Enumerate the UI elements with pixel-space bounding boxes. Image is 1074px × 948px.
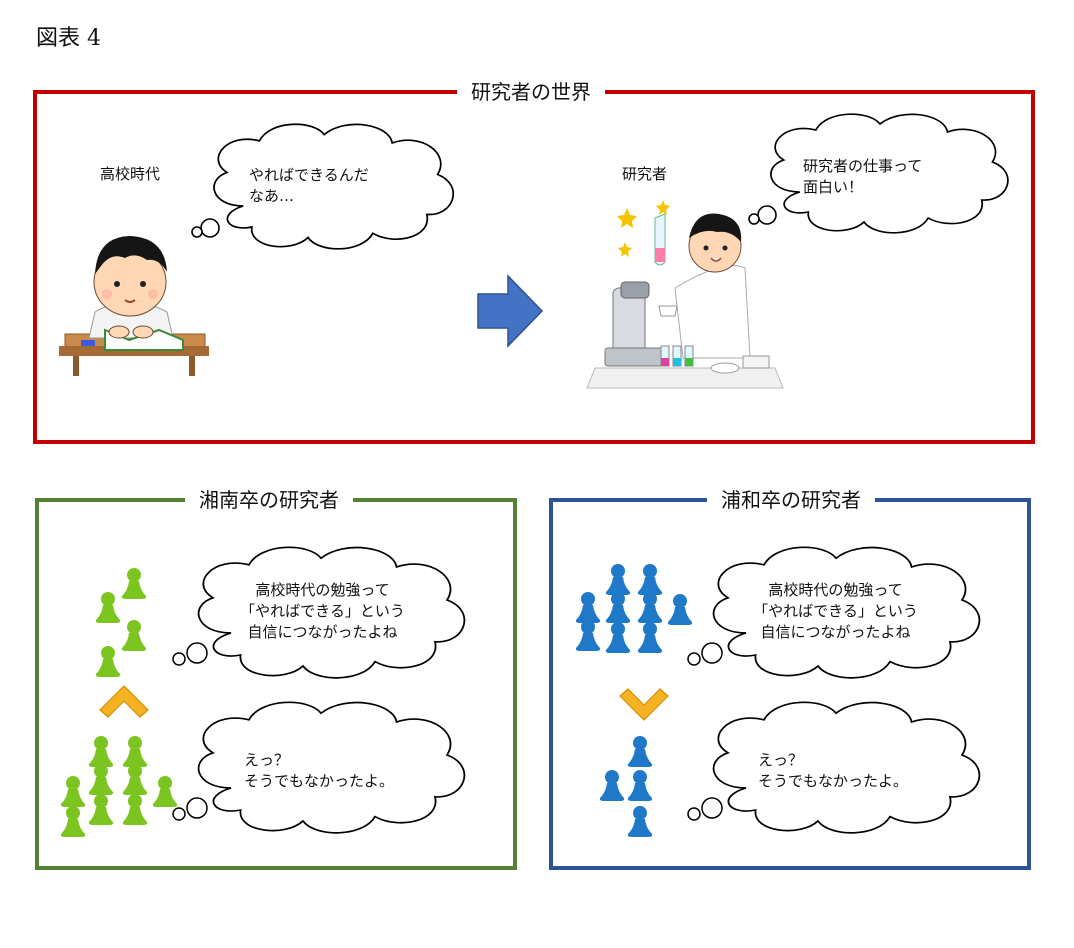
researcher-world-panel: 研究者の世界 bbox=[33, 78, 1035, 444]
bubble-line: そうでもなかったよ。 bbox=[244, 772, 395, 790]
bubble-line: 研究者の仕事って bbox=[803, 157, 923, 175]
bubble-line: やればできるんだ bbox=[249, 166, 369, 184]
pawn-icon bbox=[575, 620, 601, 651]
left-bubble-text: やればできるんだ なあ… bbox=[249, 165, 369, 207]
student-studying-illustration bbox=[59, 236, 209, 376]
pawn-icon bbox=[88, 764, 114, 795]
bubble-line: えっ？ bbox=[244, 751, 290, 769]
pawn-icon bbox=[121, 568, 147, 599]
pawn-icon bbox=[627, 736, 653, 767]
pawn-icon bbox=[599, 770, 625, 801]
pawn-icon bbox=[60, 806, 86, 837]
figure-label: 図表 4 bbox=[36, 26, 101, 51]
bubble-line: そうでもなかったよ。 bbox=[758, 772, 909, 790]
pawn-icon bbox=[605, 622, 631, 653]
pawn-icon bbox=[88, 736, 114, 767]
pawn-icon bbox=[88, 794, 114, 825]
chevron-icon bbox=[619, 688, 669, 721]
bubble-line: 「やればできる」という bbox=[753, 602, 918, 620]
shonan-bubble-bottom-text: えっ？ そうでもなかったよ。 bbox=[244, 750, 394, 792]
pawn-icon bbox=[122, 764, 148, 795]
thought-bubble-icon bbox=[172, 546, 466, 679]
right-bubble-text: 研究者の仕事って 面白い！ bbox=[803, 156, 922, 198]
pawn-icon bbox=[122, 736, 148, 767]
pawn-icon bbox=[95, 646, 121, 677]
urawa-panel: 浦和卒の研究者 bbox=[549, 486, 1031, 870]
pawn-icon bbox=[627, 770, 653, 801]
panel-title: 研究者の世界 bbox=[457, 78, 605, 106]
bubble-line: 高校時代の勉強って bbox=[768, 581, 903, 599]
panel-title: 浦和卒の研究者 bbox=[707, 486, 875, 514]
pawn-icon bbox=[637, 564, 663, 595]
bubble-line: 高校時代の勉強って bbox=[255, 581, 390, 599]
pawn-icon bbox=[95, 592, 121, 623]
pawn-icon bbox=[575, 592, 601, 623]
pawn-icon bbox=[122, 794, 148, 825]
pawn-icon bbox=[605, 564, 631, 595]
pawn-group-top bbox=[95, 568, 147, 677]
high-school-caption: 高校時代 bbox=[100, 165, 161, 183]
bubble-line: 自信につながったよね bbox=[247, 623, 398, 641]
urawa-bubble-bottom-text: えっ？ そうでもなかったよ。 bbox=[758, 750, 908, 792]
bubble-line: 面白い！ bbox=[803, 178, 864, 196]
pawn-icon bbox=[605, 592, 631, 623]
pawn-icon bbox=[60, 776, 86, 807]
chevron-icon bbox=[99, 685, 149, 718]
scientist-illustration bbox=[586, 200, 784, 389]
bubble-line: なあ… bbox=[249, 187, 295, 205]
pawn-icon bbox=[627, 806, 653, 837]
right-arrow-icon bbox=[477, 274, 544, 348]
bubble-line: 自信につながったよね bbox=[760, 623, 911, 641]
shonan-panel: 湘南卒の研究者 bbox=[35, 486, 517, 870]
shonan-bubble-top-text: 高校時代の勉強って 「やればできる」という 自信につながったよね bbox=[235, 580, 410, 643]
panel-title: 湘南卒の研究者 bbox=[185, 486, 353, 514]
bubble-line: 「やればできる」という bbox=[240, 602, 405, 620]
thought-bubble-icon bbox=[687, 701, 981, 834]
urawa-bubble-top-text: 高校時代の勉強って 「やればできる」という 自信につながったよね bbox=[748, 580, 923, 643]
thought-bubble-icon bbox=[687, 546, 981, 679]
researcher-caption: 研究者 bbox=[622, 165, 668, 183]
thought-bubble-icon bbox=[191, 123, 455, 250]
bubble-line: えっ？ bbox=[758, 751, 804, 769]
pawn-icon bbox=[637, 622, 663, 653]
thought-bubble-icon bbox=[172, 701, 466, 834]
thought-bubble-icon bbox=[748, 113, 1009, 234]
pawn-group-bottom bbox=[599, 736, 653, 837]
pawn-icon bbox=[121, 620, 147, 651]
pawn-icon bbox=[637, 592, 663, 623]
